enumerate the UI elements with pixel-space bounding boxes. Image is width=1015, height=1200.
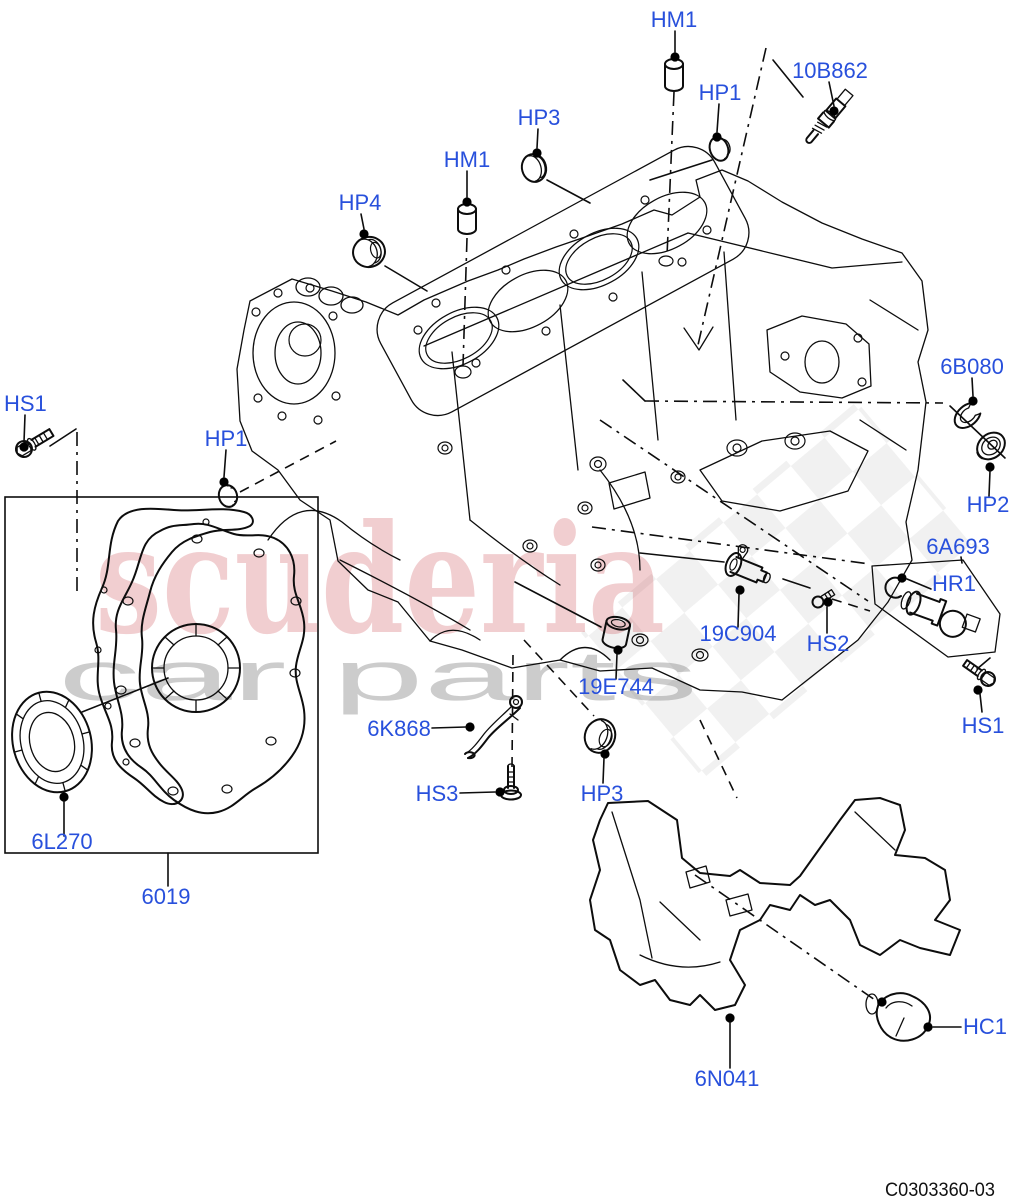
sensor-19c904-part [724, 544, 771, 584]
front-cover-gasket [92, 507, 254, 806]
casting-id-plate [608, 471, 651, 510]
bolt-hs1-right [962, 659, 996, 687]
cover-bore-ticks [151, 623, 241, 713]
engine-block-drawing [236, 145, 929, 701]
fasteners-and-plugs [15, 58, 1006, 1042]
callout-hs3[interactable]: HS3 [416, 781, 459, 806]
tappet-hm1-top [664, 58, 684, 92]
cylinder-bores [418, 191, 708, 370]
front-face-flange [251, 277, 364, 425]
callout-hp3-top[interactable]: HP3 [518, 105, 561, 130]
block-bosses [437, 441, 709, 662]
tappet-hm1-left [457, 203, 477, 235]
clip-hr1-part [884, 576, 902, 599]
callout-hc1[interactable]: HC1 [963, 1014, 1007, 1039]
clip-hc1-part [865, 992, 931, 1042]
callout-hp3-bottom[interactable]: HP3 [581, 781, 624, 806]
heat-shield-drawing [589, 797, 961, 1011]
leader-lines [19, 30, 995, 1069]
callout-hp2[interactable]: HP2 [967, 492, 1010, 517]
sensor-6a693-box [871, 559, 1001, 658]
plug-hp4 [352, 235, 386, 269]
callout-6l270[interactable]: 6L270 [31, 829, 92, 854]
timing-cover-assembly [4, 496, 319, 854]
sleeve-19e744-part [601, 615, 632, 650]
plug-hp3-bottom [583, 718, 617, 754]
callout-hm1-left[interactable]: HM1 [444, 147, 490, 172]
sensor-10b862-part [805, 88, 854, 144]
callout-hr1[interactable]: HR1 [932, 571, 976, 596]
cover-bolt-holes [115, 534, 302, 796]
callout-hs2[interactable]: HS2 [807, 631, 850, 656]
callout-hp1-left[interactable]: HP1 [205, 426, 248, 451]
bracket-6k868-part [464, 695, 523, 760]
callout-10b862[interactable]: 10B862 [792, 58, 868, 83]
callout-labels: HM1 10B862 HP1 HP3 HM1 HP4 HS1 HP1 6B080… [4, 7, 1009, 1091]
drawing-number: C0303360-03 [885, 1180, 995, 1200]
block-ribs [267, 251, 919, 661]
oring-6b080-part [953, 402, 982, 429]
callout-6a693[interactable]: 6A693 [926, 534, 990, 559]
callout-6n041[interactable]: 6N041 [695, 1066, 760, 1091]
bolt-hs1-top-left [15, 428, 55, 458]
callout-hp4[interactable]: HP4 [339, 190, 382, 215]
timing-cover-outline [112, 522, 306, 815]
plug-hp2 [976, 431, 1006, 461]
callout-hs1-top-left[interactable]: HS1 [4, 391, 47, 416]
detail-box-frame [4, 496, 319, 854]
sensor-6a693-part [900, 590, 981, 638]
assembly-axis-lines [76, 47, 1006, 1001]
callout-hm1-top[interactable]: HM1 [651, 7, 697, 32]
head-gasket-outline [376, 145, 750, 417]
checkered-flag-watermark [581, 401, 979, 779]
callout-hp1-top[interactable]: HP1 [699, 80, 742, 105]
callout-6k868[interactable]: 6K868 [367, 716, 431, 741]
callout-6019[interactable]: 6019 [142, 884, 191, 909]
right-bracket-plate [766, 315, 872, 399]
seal-to-cover-leader [81, 677, 169, 713]
watermark-layer: scuderia car parts [58, 401, 979, 779]
lower-right-arm [699, 430, 869, 512]
gasket-holes [94, 518, 210, 766]
deck-holes [413, 195, 712, 368]
callout-19e744[interactable]: 19E744 [578, 674, 654, 699]
callout-19c904[interactable]: 19C904 [699, 621, 776, 646]
crankshaft-seal-6l270 [11, 690, 93, 794]
callout-hs1-right[interactable]: HS1 [962, 713, 1005, 738]
callout-6b080[interactable]: 6B080 [940, 354, 1004, 379]
